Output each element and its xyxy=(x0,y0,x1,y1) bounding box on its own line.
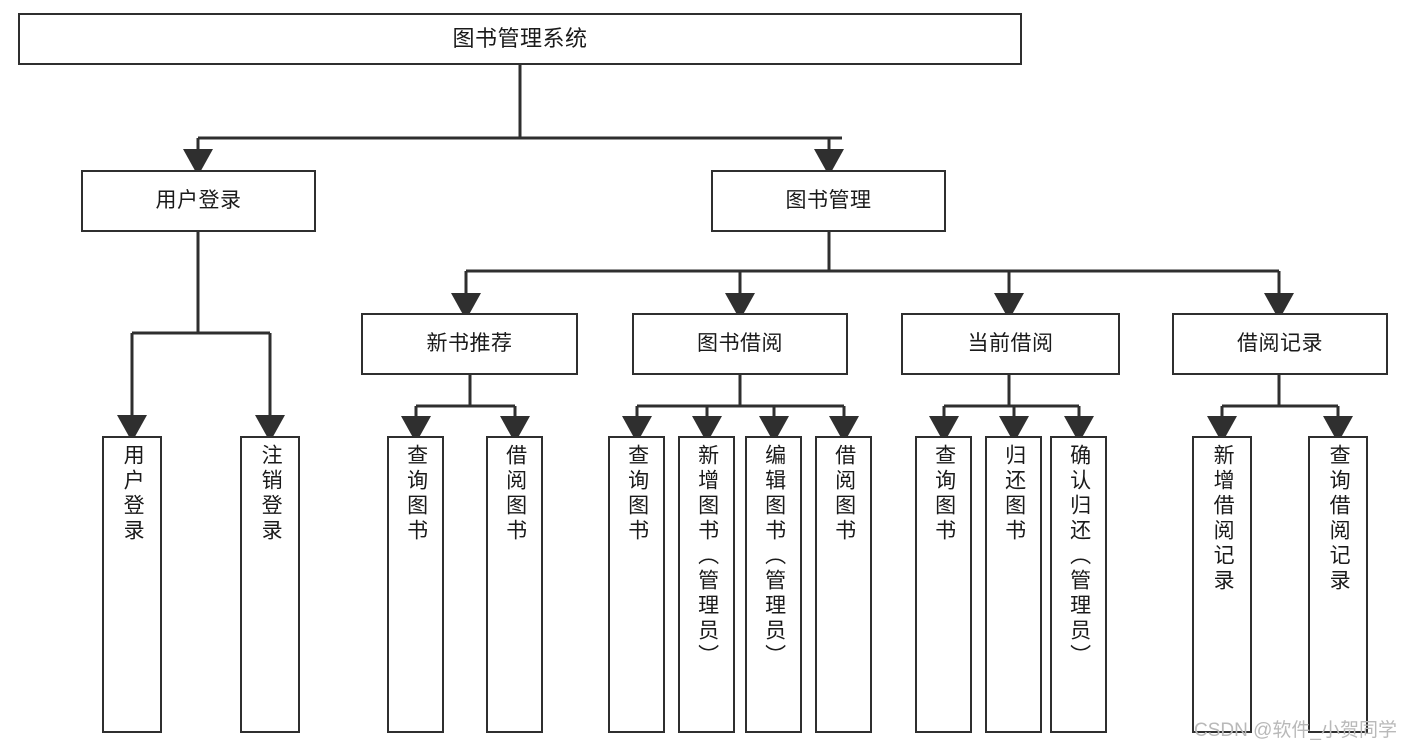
node-book-manage[interactable]: 图书管理 xyxy=(711,170,946,232)
node-leaf-borrow-book-1[interactable]: 借阅图书 xyxy=(486,436,543,733)
node-root-label: 图书管理系统 xyxy=(452,26,588,52)
node-new-book-recommend-label: 新书推荐 xyxy=(426,331,513,355)
node-leaf-add-book[interactable]: 新增图书（管理员） xyxy=(678,436,735,733)
node-book-borrow-label: 图书借阅 xyxy=(697,331,783,355)
node-book-borrow[interactable]: 图书借阅 xyxy=(632,313,848,375)
node-leaf-user-login-label: 用户登录 xyxy=(121,444,145,544)
node-leaf-query-book-2[interactable]: 查询图书 xyxy=(608,436,665,733)
node-leaf-confirm-return[interactable]: 确认归还（管理员） xyxy=(1050,436,1107,733)
node-leaf-edit-book[interactable]: 编辑图书（管理员） xyxy=(745,436,802,733)
node-user-login-label: 用户登录 xyxy=(155,188,242,212)
node-user-login[interactable]: 用户登录 xyxy=(81,170,316,232)
node-leaf-query-book-2-label: 查询图书 xyxy=(625,444,649,544)
node-borrow-record[interactable]: 借阅记录 xyxy=(1172,313,1388,375)
node-leaf-confirm-return-label: 确认归还（管理员） xyxy=(1067,444,1091,669)
node-book-manage-label: 图书管理 xyxy=(785,188,872,212)
node-current-borrow-label: 当前借阅 xyxy=(967,331,1054,355)
node-new-book-recommend[interactable]: 新书推荐 xyxy=(361,313,578,375)
node-current-borrow[interactable]: 当前借阅 xyxy=(901,313,1120,375)
node-leaf-logout[interactable]: 注销登录 xyxy=(240,436,300,733)
node-leaf-borrow-book-1-label: 借阅图书 xyxy=(503,444,527,544)
node-leaf-query-book-1[interactable]: 查询图书 xyxy=(387,436,444,733)
node-leaf-query-book-3[interactable]: 查询图书 xyxy=(915,436,972,733)
node-leaf-query-record[interactable]: 查询借阅记录 xyxy=(1308,436,1368,733)
node-leaf-query-book-3-label: 查询图书 xyxy=(932,444,956,544)
node-leaf-add-record[interactable]: 新增借阅记录 xyxy=(1192,436,1252,733)
node-leaf-user-login[interactable]: 用户登录 xyxy=(102,436,162,733)
node-leaf-borrow-book-2-label: 借阅图书 xyxy=(832,444,856,544)
node-leaf-borrow-book-2[interactable]: 借阅图书 xyxy=(815,436,872,733)
node-leaf-query-record-label: 查询借阅记录 xyxy=(1327,444,1351,594)
node-leaf-query-book-1-label: 查询图书 xyxy=(404,444,428,544)
node-borrow-record-label: 借阅记录 xyxy=(1237,331,1323,355)
node-leaf-add-book-label: 新增图书（管理员） xyxy=(695,444,719,669)
watermark: CSDN @软件_小贺同学 xyxy=(1194,720,1397,741)
node-leaf-edit-book-label: 编辑图书（管理员） xyxy=(762,444,786,669)
node-leaf-return-book-label: 归还图书 xyxy=(1002,444,1026,544)
node-leaf-logout-label: 注销登录 xyxy=(259,444,283,544)
node-leaf-return-book[interactable]: 归还图书 xyxy=(985,436,1042,733)
node-root[interactable]: 图书管理系统 xyxy=(18,13,1022,65)
node-leaf-add-record-label: 新增借阅记录 xyxy=(1211,444,1235,594)
